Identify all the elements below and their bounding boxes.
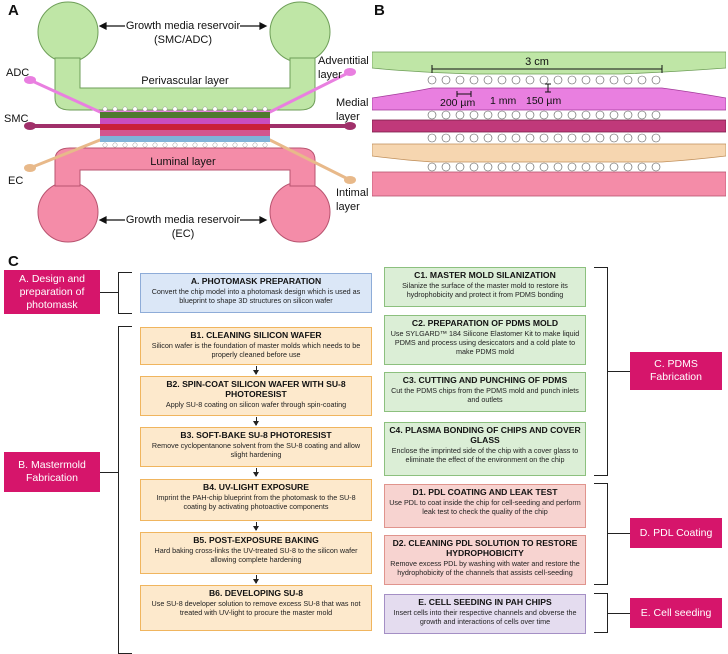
step-b3-desc: Remove cyclopentanone solvent from the S…	[151, 441, 361, 459]
step-b3: B3. SOFT-BAKE SU-8 PHOTORESIST Remove cy…	[140, 427, 372, 467]
bracket-e	[594, 593, 608, 633]
step-b5: B5. POST-EXPOSURE BAKING Hard baking cro…	[140, 532, 372, 574]
step-b1-desc: Silicon wafer is the foundation of maste…	[151, 341, 361, 359]
adventitial-label-2: layer	[318, 69, 342, 81]
perivascular-label: Perivascular layer	[141, 75, 229, 87]
step-b6-title: B6. DEVELOPING SU-8	[208, 588, 304, 598]
band-luminal	[372, 171, 726, 197]
luminal-label: Luminal layer	[150, 156, 216, 168]
step-b1: B1. CLEANING SILICON WAFER Silicon wafer…	[140, 327, 372, 365]
label-pdl-coating: D. PDL Coating	[630, 518, 722, 548]
step-c1: C1. MASTER MOLD SILANIZATION Silanize th…	[384, 267, 586, 307]
step-c2: C2. PREPARATION OF PDMS MOLD Use SYLGARD…	[384, 315, 586, 365]
bottom-reservoir-label: Growth media reservoir	[126, 214, 241, 226]
central-layers	[100, 106, 270, 148]
arrow-b4-b5	[253, 522, 259, 531]
step-c3: C3. CUTTING AND PUNCHING OF PDMS Cut the…	[384, 372, 586, 412]
step-e-desc: Insert cells into their respective chann…	[393, 608, 577, 626]
step-c3-desc: Cut the PDMS chips from the PDMS mold an…	[391, 386, 579, 404]
band-smc	[372, 119, 726, 133]
step-b1-title: B1. CLEANING SILICON WAFER	[190, 330, 322, 340]
top-reservoir-sub: (SMC/ADC)	[154, 34, 212, 46]
step-b2-title: B2. SPIN-COAT SILICON WAFER WITH SU-8 PH…	[166, 379, 346, 399]
gap-label: 150 µm	[526, 95, 561, 107]
arrow-b2-b3	[253, 417, 259, 426]
panel-letter-a: A	[8, 2, 19, 19]
step-a-title: A. PHOTOMASK PREPARATION	[190, 276, 322, 286]
luminal-channel	[37, 147, 331, 243]
adventitial-label-1: Adventitial	[318, 55, 369, 67]
step-d1-title: D1. PDL COATING AND LEAK TEST	[412, 487, 558, 497]
step-b5-title: B5. POST-EXPOSURE BAKING	[193, 535, 319, 545]
intimal-label-1: Intimal	[336, 187, 368, 199]
length-label: 3 cm	[525, 56, 549, 68]
step-b4-title: B4. UV-LIGHT EXPOSURE	[202, 482, 309, 492]
panel-letter-c: C	[8, 253, 19, 270]
label-pdms-fabrication: C. PDMS Fabrication	[630, 352, 722, 390]
smc-label: SMC	[4, 113, 29, 125]
arrow-b1-b2	[253, 366, 259, 375]
channel-detail: 3 cm 200 µm 1 mm 150 µm	[372, 51, 726, 197]
step-c2-title: C2. PREPARATION OF PDMS MOLD	[411, 318, 559, 328]
step-e-title: E. CELL SEEDING IN PAH CHIPS	[418, 597, 552, 607]
bracket-a	[118, 272, 132, 314]
medial-label-2: layer	[336, 111, 360, 123]
intimal-label-2: layer	[336, 201, 360, 213]
step-c2-desc: Use SYLGARD™ 184 Silicone Elastomer Kit …	[390, 329, 580, 356]
step-b5-desc: Hard baking cross-links the UV-treated S…	[154, 546, 358, 564]
step-c1-title: C1. MASTER MOLD SILANIZATION	[414, 270, 556, 280]
label-design-photomask: A. Design and preparation of photomask	[4, 270, 100, 314]
length-scale	[431, 65, 663, 73]
band-ec	[372, 143, 726, 163]
step-a-photomask: A. PHOTOMASK PREPARATION Convert the chi…	[140, 273, 372, 313]
bracket-b	[118, 326, 132, 654]
ec-label: EC	[8, 175, 23, 187]
step-c4-desc: Enclose the imprinted side of the chip w…	[391, 446, 579, 464]
step-e: E. CELL SEEDING IN PAH CHIPS Insert cell…	[384, 594, 586, 634]
bracket-d	[594, 483, 608, 585]
step-b2: B2. SPIN-COAT SILICON WAFER WITH SU-8 PH…	[140, 376, 372, 416]
channel-width-label: 1 mm	[490, 95, 517, 107]
step-b6-desc: Use SU-8 developer solution to remove ex…	[151, 599, 361, 617]
panel-letter-b: B	[374, 2, 385, 19]
step-b6: B6. DEVELOPING SU-8 Use SU-8 developer s…	[140, 585, 372, 631]
arrow-b3-b4	[253, 468, 259, 477]
reservoir-arrows	[98, 22, 268, 224]
step-c4-title: C4. PLASMA BONDING OF CHIPS AND COVER GL…	[389, 425, 581, 445]
step-c3-title: C3. CUTTING AND PUNCHING OF PDMS	[402, 375, 568, 385]
top-reservoir-label: Growth media reservoir	[126, 20, 241, 32]
step-c1-desc: Silanize the surface of the master mold …	[402, 281, 568, 299]
step-b3-title: B3. SOFT-BAKE SU-8 PHOTORESIST	[180, 430, 332, 440]
label-mastermold-fabrication: B. Mastermold Fabrication	[4, 452, 100, 492]
step-d2-title: D2. CLEANING PDL SOLUTION TO RESTORE HYD…	[392, 538, 578, 558]
step-b4-desc: Imprint the PAH-chip blueprint from the …	[156, 493, 356, 511]
chip-diagram: Growth media reservoir (SMC/ADC) Perivas…	[4, 1, 369, 243]
bracket-c	[594, 267, 608, 476]
arrow-b5-b6	[253, 575, 259, 584]
step-d1-desc: Use PDL to coat inside the chip for cell…	[389, 498, 581, 516]
step-d1: D1. PDL COATING AND LEAK TEST Use PDL to…	[384, 484, 586, 528]
band-adventitial	[372, 51, 726, 75]
step-d2-desc: Remove excess PDL by washing with water …	[390, 559, 580, 577]
step-c4: C4. PLASMA BONDING OF CHIPS AND COVER GL…	[384, 422, 586, 476]
medial-label-1: Medial	[336, 97, 368, 109]
post-spacing-label: 200 µm	[440, 97, 475, 109]
label-cell-seeding: E. Cell seeding	[630, 598, 722, 628]
step-b4: B4. UV-LIGHT EXPOSURE Imprint the PAH-ch…	[140, 479, 372, 521]
perivascular-channel	[37, 1, 331, 111]
step-a-desc: Convert the chip model into a photomask …	[151, 287, 361, 305]
step-b2-desc: Apply SU-8 coating on silicon wafer thro…	[165, 400, 347, 409]
step-d2: D2. CLEANING PDL SOLUTION TO RESTORE HYD…	[384, 535, 586, 585]
adc-label: ADC	[6, 67, 29, 79]
bottom-reservoir-sub: (EC)	[172, 228, 195, 240]
